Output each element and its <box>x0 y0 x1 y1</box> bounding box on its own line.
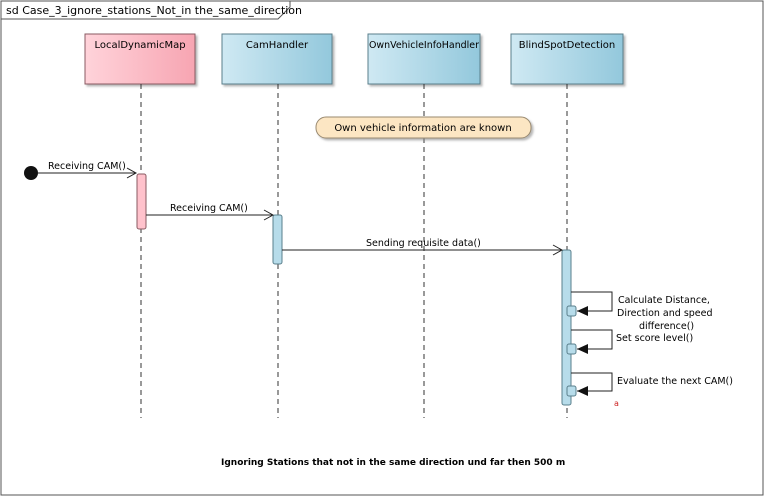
note-text: Own vehicle information are known <box>334 123 511 134</box>
lifeline-head-blind-spot-detection[interactable] <box>510 33 624 85</box>
lifeline-head-cam-handler[interactable] <box>221 33 333 85</box>
message-sending-requisite-data[interactable]: Sending requisite data() <box>282 238 564 256</box>
arrow-head-icon <box>577 386 588 396</box>
arrow-head-icon <box>552 244 564 256</box>
lifeline-label-local-dynamic-map: LocalDynamicMap <box>94 40 185 51</box>
self-message-calculate[interactable]: Calculate Distance, Direction and speed … <box>566 291 713 332</box>
self-message-label-line-1: Calculate Distance, <box>618 295 710 306</box>
message-receiving-cam-2[interactable]: Receiving CAM() <box>146 203 275 221</box>
activation-bar-blind-spot-detection <box>561 249 572 406</box>
lifeline-label-cam-handler: CamHandler <box>246 40 309 51</box>
lifeline-head-local-dynamic-map[interactable] <box>84 33 196 85</box>
self-activation-bar <box>566 343 577 355</box>
note-own-vehicle-info[interactable]: Own vehicle information are known <box>315 116 532 139</box>
message-receiving-cam-1[interactable]: Receiving CAM() <box>38 161 138 179</box>
self-message-label-line-2: Direction and speed <box>617 308 713 319</box>
self-message-set-score[interactable]: Set score level() <box>566 329 693 355</box>
self-message-line <box>571 291 613 312</box>
self-message-evaluate[interactable]: Evaluate the next CAM() <box>566 372 733 397</box>
arrow-head-icon <box>263 209 275 221</box>
message-label: Receiving CAM() <box>48 161 126 172</box>
lifeline-own-vehicle-info-handler[interactable]: OwnVehicleInfoHandler <box>367 33 481 418</box>
activation-bar-cam-handler <box>272 214 283 265</box>
diagram-caption: Ignoring Stations that not in the same d… <box>221 458 565 468</box>
message-label: Sending requisite data() <box>366 238 481 249</box>
note-box[interactable] <box>315 116 532 139</box>
arrow-head-icon <box>126 167 138 179</box>
arrow-head-icon <box>577 306 588 316</box>
self-message-line <box>571 329 613 350</box>
self-message-label: Set score level() <box>616 333 693 344</box>
arrow-head-icon <box>577 344 588 354</box>
lifeline-label-blind-spot-detection: BlindSpotDetection <box>519 40 615 51</box>
message-label: Receiving CAM() <box>170 203 248 214</box>
lifeline-local-dynamic-map[interactable]: LocalDynamicMap <box>84 33 196 418</box>
lifeline-cam-handler[interactable]: CamHandler <box>221 33 333 418</box>
self-message-label-line-3: difference() <box>639 321 694 332</box>
red-marker: a <box>614 399 619 408</box>
frame-tab <box>1 1 291 20</box>
self-activation-bar <box>566 385 577 397</box>
lifeline-blind-spot-detection[interactable]: BlindSpotDetection <box>510 33 624 418</box>
activation-bar-local-dynamic-map <box>136 173 147 230</box>
lifeline-label-own-vehicle-info-handler: OwnVehicleInfoHandler <box>369 40 480 51</box>
self-message-label: Evaluate the next CAM() <box>617 376 733 387</box>
frame-title: sd Case_3_ignore_stations_Not_in the_sam… <box>6 4 302 17</box>
found-message-start-dot <box>24 166 38 180</box>
self-activation-bar <box>566 305 577 317</box>
self-message-line <box>571 372 613 392</box>
